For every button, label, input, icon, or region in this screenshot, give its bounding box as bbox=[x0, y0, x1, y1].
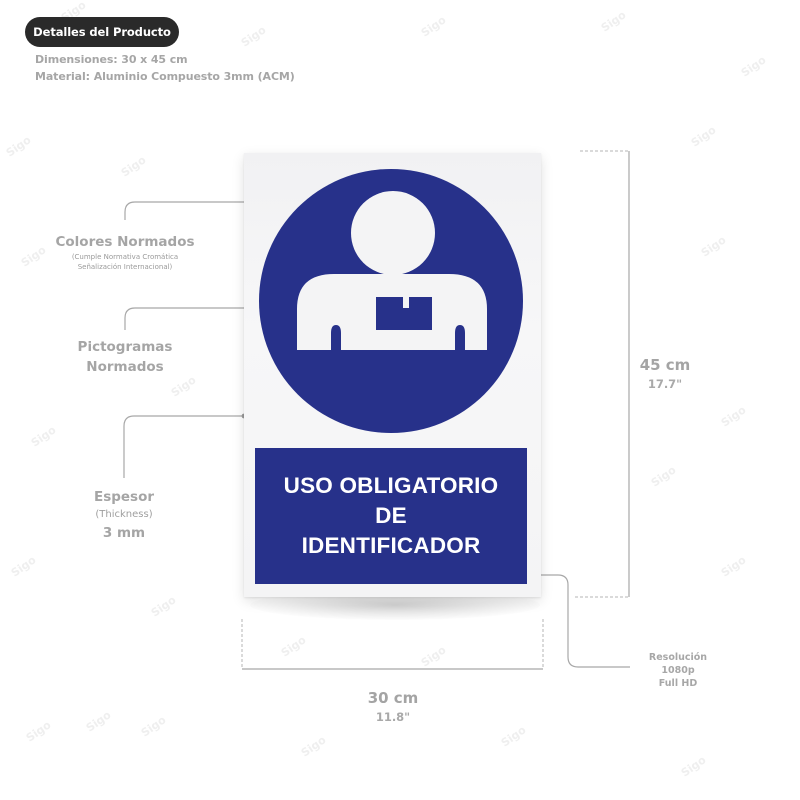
width-in: 11.8" bbox=[375, 710, 411, 724]
thickness-callout: Espesor (Thickness) 3 mm bbox=[74, 487, 174, 543]
height-dimension-label: 45 cm 17.7" bbox=[630, 355, 700, 393]
resolution-callout: Resolución 1080p Full HD bbox=[640, 651, 716, 690]
person-with-id-badge-icon bbox=[259, 169, 523, 433]
safety-sign: USO OBLIGATORIO DE IDENTIFICADOR bbox=[244, 153, 541, 597]
product-details-badge: Detalles del Producto bbox=[25, 17, 179, 47]
resolution-line3: Full HD bbox=[658, 678, 698, 689]
thickness-subtitle: (Thickness) bbox=[95, 509, 153, 520]
material-spec: Material: Aluminio Compuesto 3mm (ACM) bbox=[35, 70, 295, 83]
sign-text-line3: IDENTIFICADOR bbox=[301, 533, 481, 558]
colors-callout: Colores Normados (Cumple Normativa Cromá… bbox=[45, 232, 205, 272]
resolution-line2: 1080p bbox=[661, 665, 695, 676]
thickness-leader-line bbox=[123, 415, 244, 478]
colors-title: Colores Normados bbox=[55, 234, 195, 250]
pictograms-line1: Pictogramas bbox=[77, 339, 173, 355]
pictograms-line2: Normados bbox=[86, 359, 164, 375]
width-cm: 30 cm bbox=[367, 689, 419, 707]
colors-leader-line bbox=[124, 201, 391, 220]
pictograms-leader-line bbox=[124, 307, 381, 330]
dimensions-spec: Dimensiones: 30 x 45 cm bbox=[35, 53, 188, 66]
resolution-leader-line bbox=[524, 574, 630, 668]
colors-note-line1: (Cumple Normativa Cromática bbox=[71, 253, 179, 261]
colors-note-line2: Señalización Internacional) bbox=[77, 263, 173, 271]
thickness-value: 3 mm bbox=[102, 525, 146, 541]
width-dimension-label: 30 cm 11.8" bbox=[353, 688, 433, 726]
sign-text-line1: USO OBLIGATORIO bbox=[283, 473, 499, 498]
pictograms-callout: Pictogramas Normados bbox=[60, 337, 190, 377]
sign-text-panel: USO OBLIGATORIO DE IDENTIFICADOR bbox=[255, 448, 527, 584]
resolution-line1: Resolución bbox=[648, 652, 708, 663]
height-in: 17.7" bbox=[647, 377, 683, 391]
height-cm: 45 cm bbox=[639, 356, 691, 374]
sign-text-line2: DE bbox=[375, 503, 407, 528]
thickness-title: Espesor bbox=[93, 489, 155, 505]
